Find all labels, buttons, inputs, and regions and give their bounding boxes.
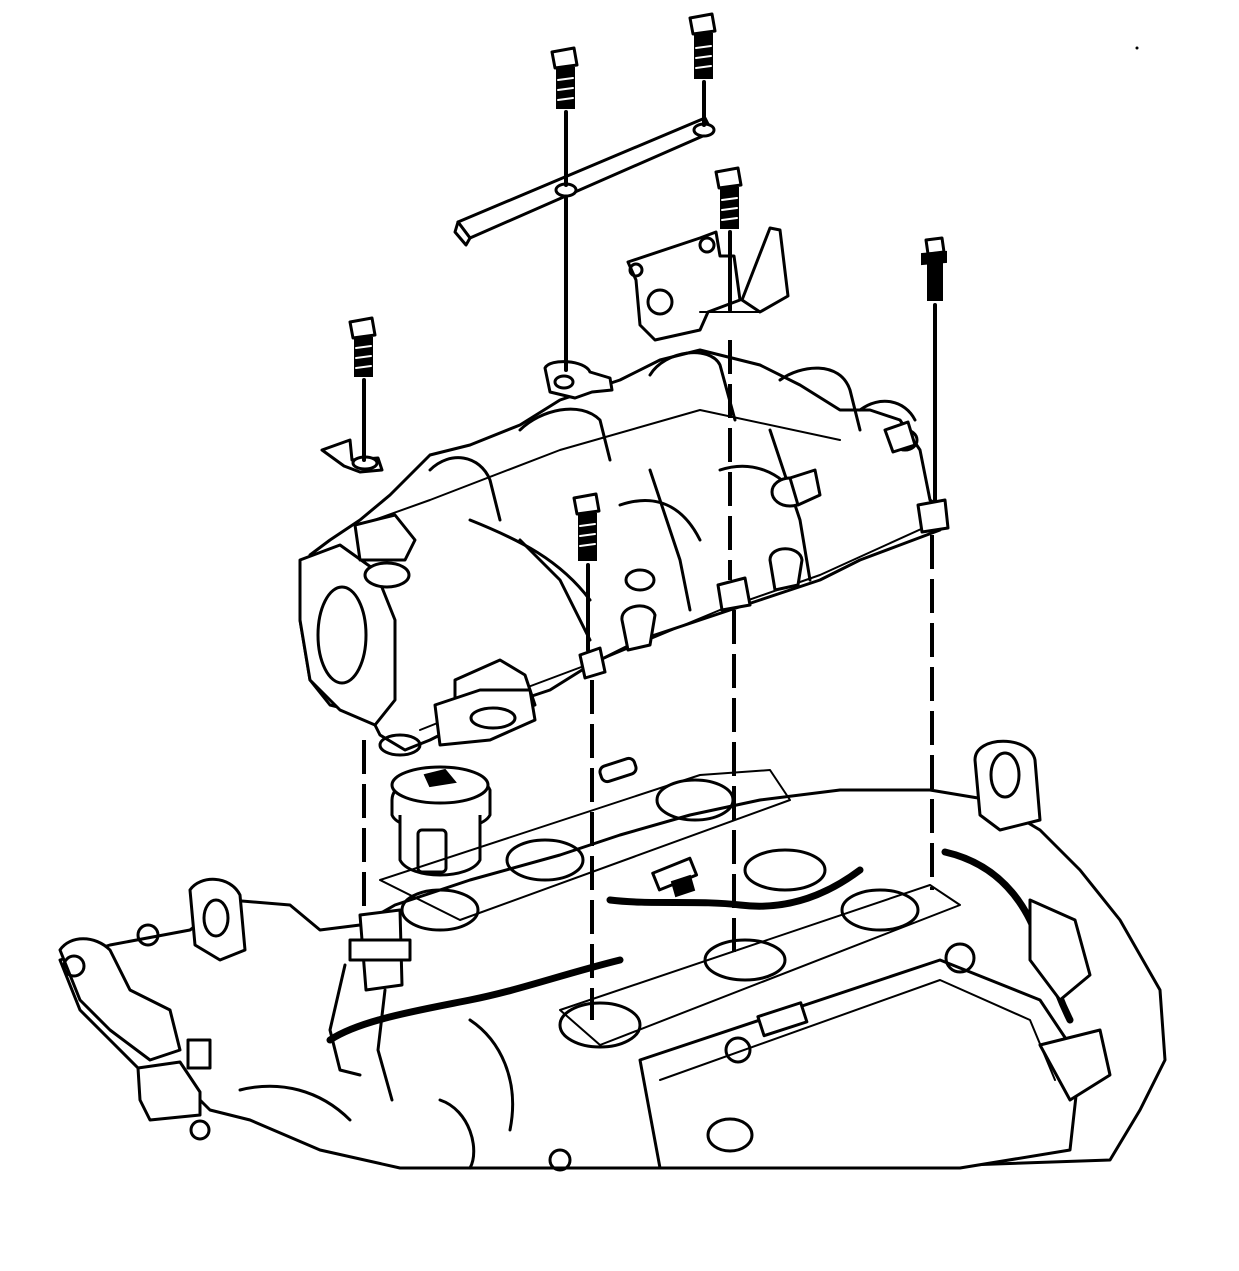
- fuel-rail-bracket: [453, 116, 716, 400]
- upper-intake-manifold: [298, 348, 950, 757]
- fastener-bolt-left: [348, 316, 377, 377]
- throttle-cable-bracket: [626, 226, 790, 342]
- fastener-bolt-top-right: [688, 12, 717, 79]
- left-washer-clip: [320, 438, 384, 474]
- fastener-bolt-bracket: [714, 166, 743, 229]
- fastener-bolt-front-center: [572, 492, 601, 561]
- alignment-lines: [362, 80, 937, 1020]
- fastener-bolt-top-center: [550, 46, 579, 109]
- lower-engine-assembly: [58, 739, 1167, 1172]
- stray-mark: [1135, 46, 1139, 50]
- fastener-stud-right: [921, 236, 947, 301]
